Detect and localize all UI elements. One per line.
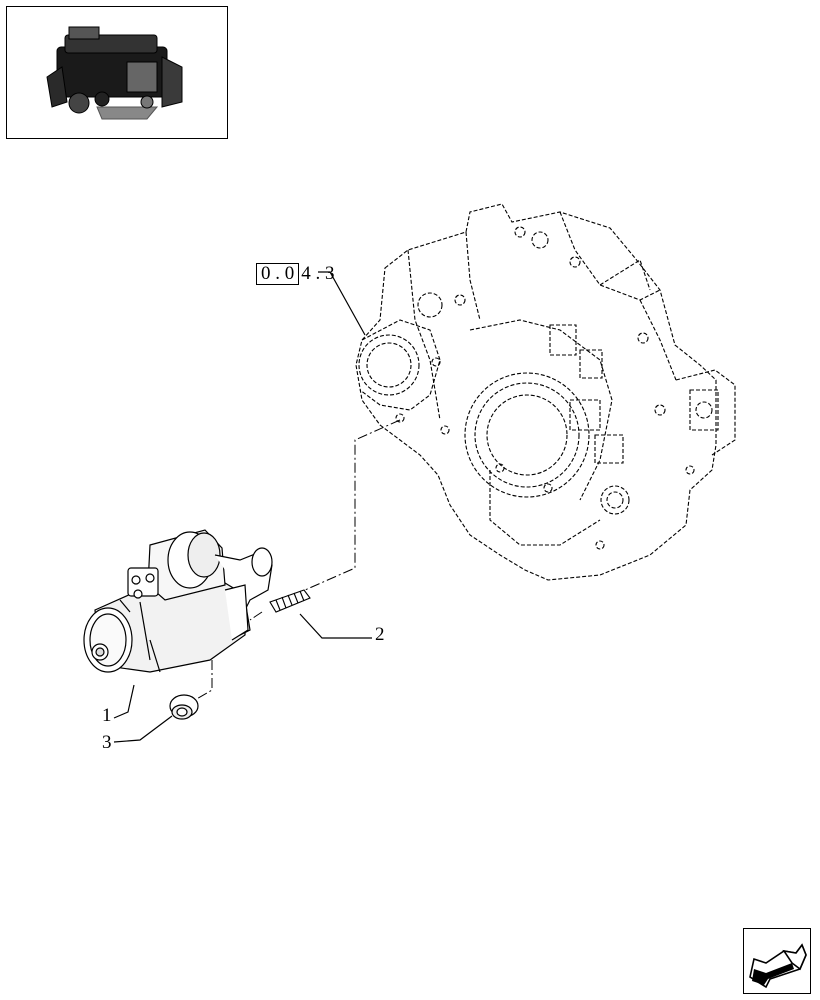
reference-leader — [318, 271, 366, 336]
starter-motor — [83, 529, 273, 673]
callout-1: 1 — [102, 705, 112, 726]
callout-3: 3 — [102, 732, 112, 753]
callout-2: 2 — [375, 624, 385, 645]
reference-code-boxed: 0 . 0 — [256, 263, 300, 285]
engine-thumbnail — [6, 6, 228, 139]
callout-leaders — [113, 613, 372, 743]
reference-code-rest: 4 . 3 — [301, 263, 335, 284]
flywheel-housing — [355, 203, 736, 581]
assembly-lines — [194, 419, 401, 701]
engine-thumbnail-icon — [46, 26, 183, 120]
reference-code[interactable]: 0 . 0 4 . 3 — [256, 263, 335, 285]
stud-bolt — [269, 589, 311, 613]
flange-nut — [169, 694, 199, 720]
next-page-button[interactable] — [743, 928, 811, 994]
next-page-arrow-icon — [749, 943, 807, 989]
